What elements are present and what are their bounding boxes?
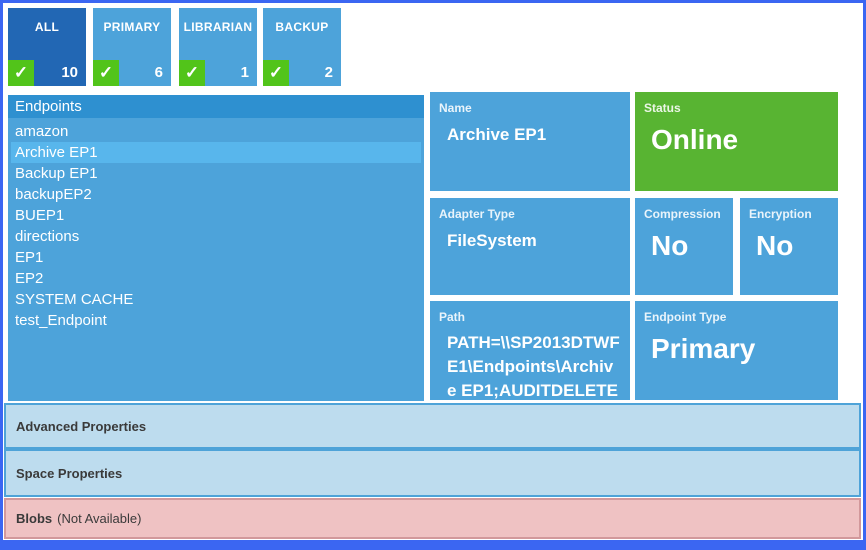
section-blobs: Blobs (Not Available) — [4, 498, 861, 539]
endpoints-list: amazon Archive EP1 Backup EP1 backupEP2 … — [8, 118, 424, 331]
path-tile: Path PATH=\\SP2013DTWFE1\Endpoints\Archi… — [430, 301, 630, 400]
encryption-label: Encryption — [749, 207, 812, 221]
adapter-type-value: FileSystem — [447, 231, 537, 250]
name-value: Archive EP1 — [447, 125, 547, 144]
filter-tile-backup[interactable]: BACKUP ✓ 2 — [263, 8, 341, 86]
endpoints-panel: Endpoints amazon Archive EP1 Backup EP1 … — [8, 95, 424, 401]
bottom-accent-bar — [3, 540, 863, 547]
endpoint-list-item[interactable]: EP1 — [15, 249, 44, 266]
endpoints-panel-header: Endpoints — [8, 95, 424, 118]
filter-tile-librarian[interactable]: LIBRARIAN ✓ 1 — [179, 8, 257, 86]
status-label: Status — [644, 101, 681, 115]
filter-tile-count: 1 — [240, 64, 249, 81]
section-suffix: (Not Available) — [57, 511, 142, 526]
section-space-properties[interactable]: Space Properties — [4, 449, 861, 497]
endpoint-list-item-selected[interactable]: Archive EP1 — [11, 142, 421, 163]
filter-tile-label: BACKUP — [275, 20, 329, 34]
section-label: Advanced Properties — [16, 418, 147, 434]
endpoint-list-item[interactable]: backupEP2 — [15, 186, 92, 203]
filter-tile-all[interactable]: ALL ✓ 10 — [8, 8, 86, 86]
filter-tile-label: PRIMARY — [103, 20, 161, 34]
name-tile: Name Archive EP1 — [430, 92, 630, 191]
endpoint-type-tile: Endpoint Type Primary — [635, 301, 838, 400]
endpoint-list-item[interactable]: SYSTEM CACHE — [15, 291, 134, 308]
section-label: Space Properties — [16, 465, 123, 481]
section-advanced-properties[interactable]: Advanced Properties — [4, 403, 861, 449]
encryption-tile: Encryption No — [740, 198, 838, 295]
endpoint-type-value: Primary — [651, 333, 756, 364]
filter-tile-primary[interactable]: PRIMARY ✓ 6 — [93, 8, 171, 86]
endpoint-list-item[interactable]: BUEP1 — [15, 207, 65, 224]
path-value: PATH=\\SP2013DTWFE1\Endpoints\Archive EP… — [447, 333, 620, 400]
filter-tile-label: ALL — [34, 20, 60, 34]
endpoint-type-label: Endpoint Type — [644, 310, 727, 324]
check-icon: ✓ — [263, 60, 289, 86]
section-label: Blobs — [16, 511, 53, 526]
adapter-type-tile: Adapter Type FileSystem — [430, 198, 630, 295]
filter-tile-count: 6 — [154, 64, 163, 81]
encryption-value: No — [756, 230, 794, 261]
endpoint-list-item[interactable]: EP2 — [15, 270, 44, 287]
filter-tile-label: LIBRARIAN — [183, 20, 253, 34]
check-icon: ✓ — [8, 60, 34, 86]
status-value: Online — [651, 124, 739, 155]
name-label: Name — [439, 101, 472, 115]
status-tile: Status Online — [635, 92, 838, 191]
compression-tile: Compression No — [635, 198, 733, 295]
endpoint-list-item[interactable]: directions — [15, 228, 80, 245]
compression-label: Compression — [644, 207, 721, 221]
filter-tile-count: 2 — [324, 64, 333, 81]
path-label: Path — [439, 310, 466, 324]
compression-value: No — [651, 230, 689, 261]
check-icon: ✓ — [179, 60, 205, 86]
endpoint-list-item[interactable]: Backup EP1 — [15, 165, 98, 182]
endpoint-list-item[interactable]: test_Endpoint — [15, 312, 107, 329]
filter-tile-count: 10 — [61, 64, 78, 81]
endpoint-list-item[interactable]: amazon — [15, 123, 69, 140]
adapter-type-label: Adapter Type — [439, 207, 515, 221]
check-icon: ✓ — [93, 60, 119, 86]
